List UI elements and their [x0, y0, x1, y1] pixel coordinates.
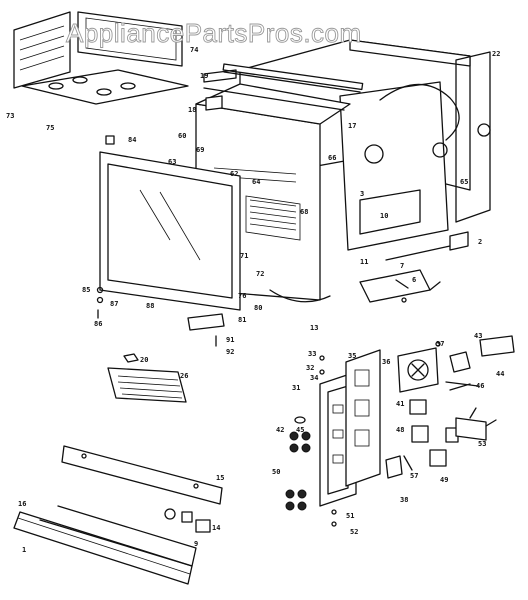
part-label: 49: [440, 476, 448, 484]
part-label: 7: [400, 262, 404, 270]
part-label: 20: [140, 356, 148, 364]
part-label: 50: [272, 468, 280, 476]
part-label: 11: [360, 258, 368, 266]
part-label: 41: [396, 400, 404, 408]
part-label: 45: [296, 426, 304, 434]
part-label: 68: [300, 208, 308, 216]
part-label: 62: [230, 170, 238, 178]
part-label: 34: [310, 374, 318, 382]
part-label: 63: [168, 158, 176, 166]
cooktop-frame: [13, 11, 189, 145]
part-label: 57: [410, 472, 418, 480]
door-window: [107, 163, 233, 299]
part-label: 17: [348, 122, 356, 130]
hinge-bracket: [187, 313, 225, 331]
part-label: 33: [308, 350, 316, 358]
lift-top-lid: [77, 11, 183, 67]
back-panel: [455, 51, 491, 223]
part-label: 9: [194, 540, 198, 548]
cooktop-surface: [21, 69, 189, 105]
part-label: 43: [474, 332, 482, 340]
screw-part: [105, 135, 115, 145]
part-label: 1: [22, 546, 26, 554]
part-label: 53: [478, 440, 486, 448]
part-label: 71: [240, 252, 248, 260]
part-label: 75: [46, 124, 54, 132]
part-callouts: 73 74 75 84 22 19 17 18 60 69 63 62 64 6…: [6, 46, 504, 554]
part-label: 65: [460, 178, 468, 186]
switch-parts: [397, 335, 515, 471]
part-label: 46: [476, 382, 484, 390]
drawer-assembly: [13, 445, 223, 585]
part-label: 15: [216, 474, 224, 482]
part-label: 44: [496, 370, 504, 378]
part-label: 19: [200, 72, 208, 80]
part-label: 14: [212, 524, 220, 532]
knob-right: [477, 123, 491, 137]
part-label: 92: [226, 348, 234, 356]
storage-drawer: [13, 511, 193, 585]
part-label: 13: [310, 324, 318, 332]
part-label: 18: [188, 106, 196, 114]
part-label: 69: [196, 146, 204, 154]
door-hardware: [96, 286, 225, 347]
part-label: 48: [396, 426, 404, 434]
part-label: 22: [492, 50, 500, 58]
part-label: 6: [412, 276, 416, 284]
part-label: 66: [328, 154, 336, 162]
part-label: 3: [360, 190, 364, 198]
watermark: AppliancePartsPros.com: [66, 18, 362, 48]
part-label: 84: [128, 136, 136, 144]
part-label: 87: [110, 300, 118, 308]
part-label: 38: [400, 496, 408, 504]
part-label: 32: [306, 364, 314, 372]
part-label: 73: [6, 112, 14, 120]
part-label: 60: [178, 132, 186, 140]
timer-dial: [364, 144, 384, 164]
panel-overlay: [345, 349, 381, 487]
part-label: 72: [256, 270, 264, 278]
part-label: 76: [238, 292, 246, 300]
part-label: 2: [478, 238, 482, 246]
part-label: 31: [292, 384, 300, 392]
part-label: 74: [190, 46, 198, 54]
vent-grille: [107, 353, 187, 403]
part-label: 35: [348, 352, 356, 360]
part-label: 26: [180, 372, 188, 380]
part-label: 42: [276, 426, 284, 434]
top-trim-strip: [222, 63, 364, 91]
control-panel-parts: [285, 349, 403, 527]
part-label: 51: [346, 512, 354, 520]
part-label: 64: [252, 178, 260, 186]
oven-door: [99, 151, 241, 311]
part-label: 37: [436, 340, 444, 348]
part-label: 52: [350, 528, 358, 536]
part-label: 36: [382, 358, 390, 366]
part-label: 80: [254, 304, 262, 312]
part-label: 10: [380, 212, 388, 220]
drawer-front: [61, 445, 223, 505]
oven-rack: [245, 195, 301, 241]
part-label: 86: [94, 320, 102, 328]
part-label: 81: [238, 316, 246, 324]
part-label: 85: [82, 286, 90, 294]
part-label: 88: [146, 302, 154, 310]
misc-hardware: [203, 69, 469, 303]
part-label: 91: [226, 336, 234, 344]
part-label: 16: [18, 500, 26, 508]
